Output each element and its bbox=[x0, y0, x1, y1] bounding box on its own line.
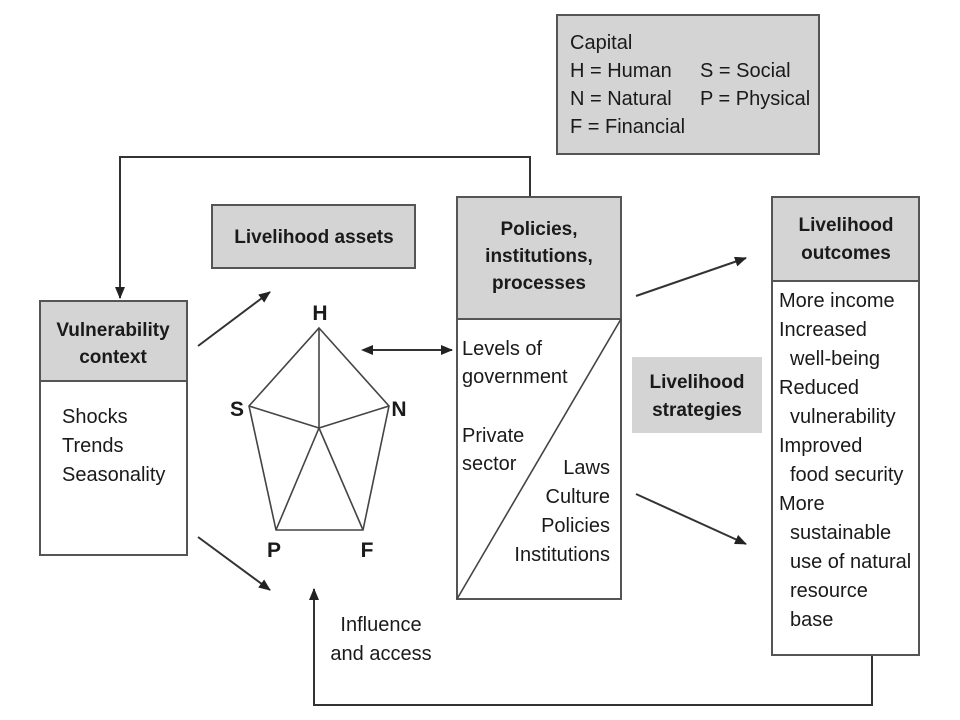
outcome-item: use of natural bbox=[790, 551, 911, 573]
policies-upper-text: sector bbox=[462, 453, 517, 475]
feedback-arrow-bottom bbox=[309, 588, 873, 706]
influence-line2: and access bbox=[330, 643, 431, 665]
outcome-item: Increased bbox=[779, 319, 867, 341]
outcome-item: vulnerability bbox=[790, 406, 896, 428]
livelihood-strategies-box: Livelihood strategies bbox=[632, 357, 762, 433]
policies-lower-text: Policies bbox=[541, 515, 610, 537]
vulnerability-context-box: Vulnerability context Shocks Trends Seas… bbox=[39, 300, 188, 556]
policies-lower-text: Laws bbox=[563, 457, 610, 479]
feedback-arrow-top bbox=[115, 156, 531, 299]
outcome-item: sustainable bbox=[790, 522, 891, 544]
policies-title-line1: Policies, bbox=[500, 219, 577, 240]
policies-upper-text: Levels of bbox=[462, 338, 542, 360]
livelihood-assets-label: Livelihood assets bbox=[234, 227, 393, 248]
arrow-policies-to-outcomes-lower bbox=[635, 493, 747, 545]
node-s: S bbox=[230, 398, 244, 421]
policies-title-line3: processes bbox=[492, 273, 586, 294]
node-p: P bbox=[267, 539, 281, 562]
node-h: H bbox=[312, 302, 327, 325]
policies-upper-text: Private bbox=[462, 425, 524, 447]
outcomes-title-line1: Livelihood bbox=[799, 215, 894, 236]
arrow-vulnerability-to-assets bbox=[197, 291, 271, 347]
capital-legend: Capital H = Human S = Social N = Natural… bbox=[556, 14, 820, 155]
policies-lower-text: Institutions bbox=[514, 544, 610, 566]
arrow-policies-to-outcomes-upper bbox=[635, 256, 747, 297]
capital-financial: F = Financial bbox=[570, 116, 685, 138]
policies-lower-text: Culture bbox=[546, 486, 610, 508]
outcomes-title-line2: outcomes bbox=[801, 243, 891, 264]
policies-title-line2: institutions, bbox=[485, 246, 593, 267]
livelihood-outcomes-box: Livelihood outcomes More income Increase… bbox=[771, 196, 920, 656]
node-n: N bbox=[391, 398, 406, 421]
capital-human: H = Human bbox=[570, 60, 672, 82]
policies-upper-text: government bbox=[462, 366, 568, 388]
strategies-line1: Livelihood bbox=[650, 372, 745, 393]
outcome-item: More bbox=[779, 493, 825, 515]
outcome-item: food security bbox=[790, 464, 903, 486]
vulnerability-item: Trends bbox=[62, 435, 124, 457]
livelihood-assets-box: Livelihood assets bbox=[211, 204, 416, 269]
outcome-item: resource bbox=[790, 580, 868, 602]
outcome-item: well-being bbox=[789, 348, 880, 370]
outcome-item: base bbox=[790, 609, 833, 631]
strategies-line2: strategies bbox=[652, 400, 742, 421]
capital-title: Capital bbox=[570, 32, 632, 54]
vulnerability-title-line2: context bbox=[79, 347, 147, 368]
influence-line1: Influence bbox=[340, 614, 421, 636]
vulnerability-item: Seasonality bbox=[62, 464, 165, 486]
vulnerability-title-line1: Vulnerability bbox=[56, 320, 170, 341]
policies-diagonal-divider bbox=[456, 318, 622, 600]
asset-pentagon: H S N P F bbox=[230, 302, 407, 562]
node-f: F bbox=[361, 539, 374, 562]
policies-box: Policies, institutions, processes Levels… bbox=[456, 196, 622, 600]
influence-access-label: Influence and access bbox=[330, 614, 431, 665]
outcome-item: Reduced bbox=[779, 377, 859, 399]
vulnerability-item: Shocks bbox=[62, 406, 128, 428]
outcome-item: Improved bbox=[779, 435, 862, 457]
pentagon-outline bbox=[248, 326, 390, 531]
capital-social: S = Social bbox=[700, 60, 791, 82]
capital-physical: P = Physical bbox=[700, 88, 810, 110]
capital-natural: N = Natural bbox=[570, 88, 672, 110]
outcome-item: More income bbox=[779, 290, 895, 312]
arrow-vulnerability-to-influence bbox=[197, 536, 271, 591]
